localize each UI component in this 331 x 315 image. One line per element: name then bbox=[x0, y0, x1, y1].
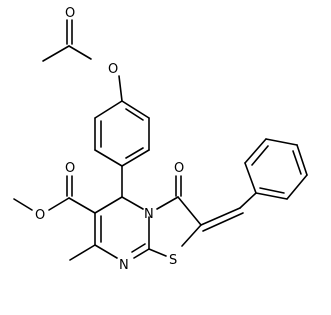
atom-o-methoxy: O bbox=[35, 208, 45, 223]
bond-methyl-carbonyl bbox=[42, 45, 70, 62]
bond-c2-ch-b bbox=[202, 212, 244, 232]
atom-s-ring: S bbox=[169, 253, 177, 268]
bond-ar1 bbox=[121, 100, 150, 119]
atom-o-ketone: O bbox=[174, 161, 184, 176]
bond-ph-inner2 bbox=[292, 150, 302, 175]
bond-ph2 bbox=[244, 138, 267, 164]
bond-ar6 bbox=[94, 100, 123, 119]
bond-ph5 bbox=[286, 174, 308, 200]
bond-c2-s bbox=[181, 224, 202, 247]
bond-ph6 bbox=[255, 192, 288, 200]
benzylidene-group bbox=[200, 192, 257, 232]
bond-ph1 bbox=[244, 162, 257, 194]
bond-nfused-c3 bbox=[156, 196, 179, 210]
bond-ph3 bbox=[265, 138, 298, 146]
bond-ch-phenyl bbox=[239, 192, 257, 209]
bond-n-c8a-a bbox=[133, 248, 150, 259]
bond-ph-inner3 bbox=[259, 187, 285, 194]
bond-nfused-ch bbox=[121, 196, 144, 210]
bond-c2-ch-a bbox=[200, 207, 241, 226]
bond-ar-inner1 bbox=[125, 108, 144, 121]
atom-n-ring: N bbox=[119, 258, 129, 273]
bond-ch-c6 bbox=[94, 196, 123, 214]
phenyl-ring-terminal bbox=[244, 138, 308, 200]
methyl-ester-group bbox=[13, 175, 96, 214]
bond-ar3 bbox=[121, 149, 150, 167]
bond-ar4 bbox=[94, 149, 123, 167]
bond-ar-inner2 bbox=[125, 147, 144, 159]
atom-o-ester-carbonyl: O bbox=[65, 161, 75, 176]
atom-o-acetyl-carbonyl: O bbox=[65, 6, 75, 21]
bond-c7-methyl bbox=[69, 244, 96, 261]
acetoxy-group bbox=[42, 19, 123, 102]
bond-n-c8a-b bbox=[131, 243, 146, 253]
atom-labels: O O O O O N N S bbox=[35, 6, 184, 273]
phenyl-ring-para bbox=[94, 100, 150, 198]
bond-c3-c2 bbox=[177, 196, 202, 226]
thiazole-ring bbox=[148, 175, 202, 257]
atom-o-acetyl-ester: O bbox=[108, 62, 118, 77]
pyrimidine-ring bbox=[69, 196, 150, 261]
bond-carbonyl-o-ester bbox=[68, 45, 92, 60]
bond-s-c8a bbox=[148, 248, 167, 257]
bond-o-methyl bbox=[13, 198, 33, 211]
bond-ph-inner1 bbox=[251, 145, 269, 166]
bond-c6-ester-c bbox=[68, 197, 96, 214]
atom-n-fused: N bbox=[144, 207, 154, 222]
bond-ester-c-o bbox=[48, 197, 70, 211]
bond-o-ester-aryl bbox=[118, 75, 123, 102]
bond-ph4 bbox=[296, 144, 308, 176]
bond-c7-n bbox=[94, 244, 118, 259]
